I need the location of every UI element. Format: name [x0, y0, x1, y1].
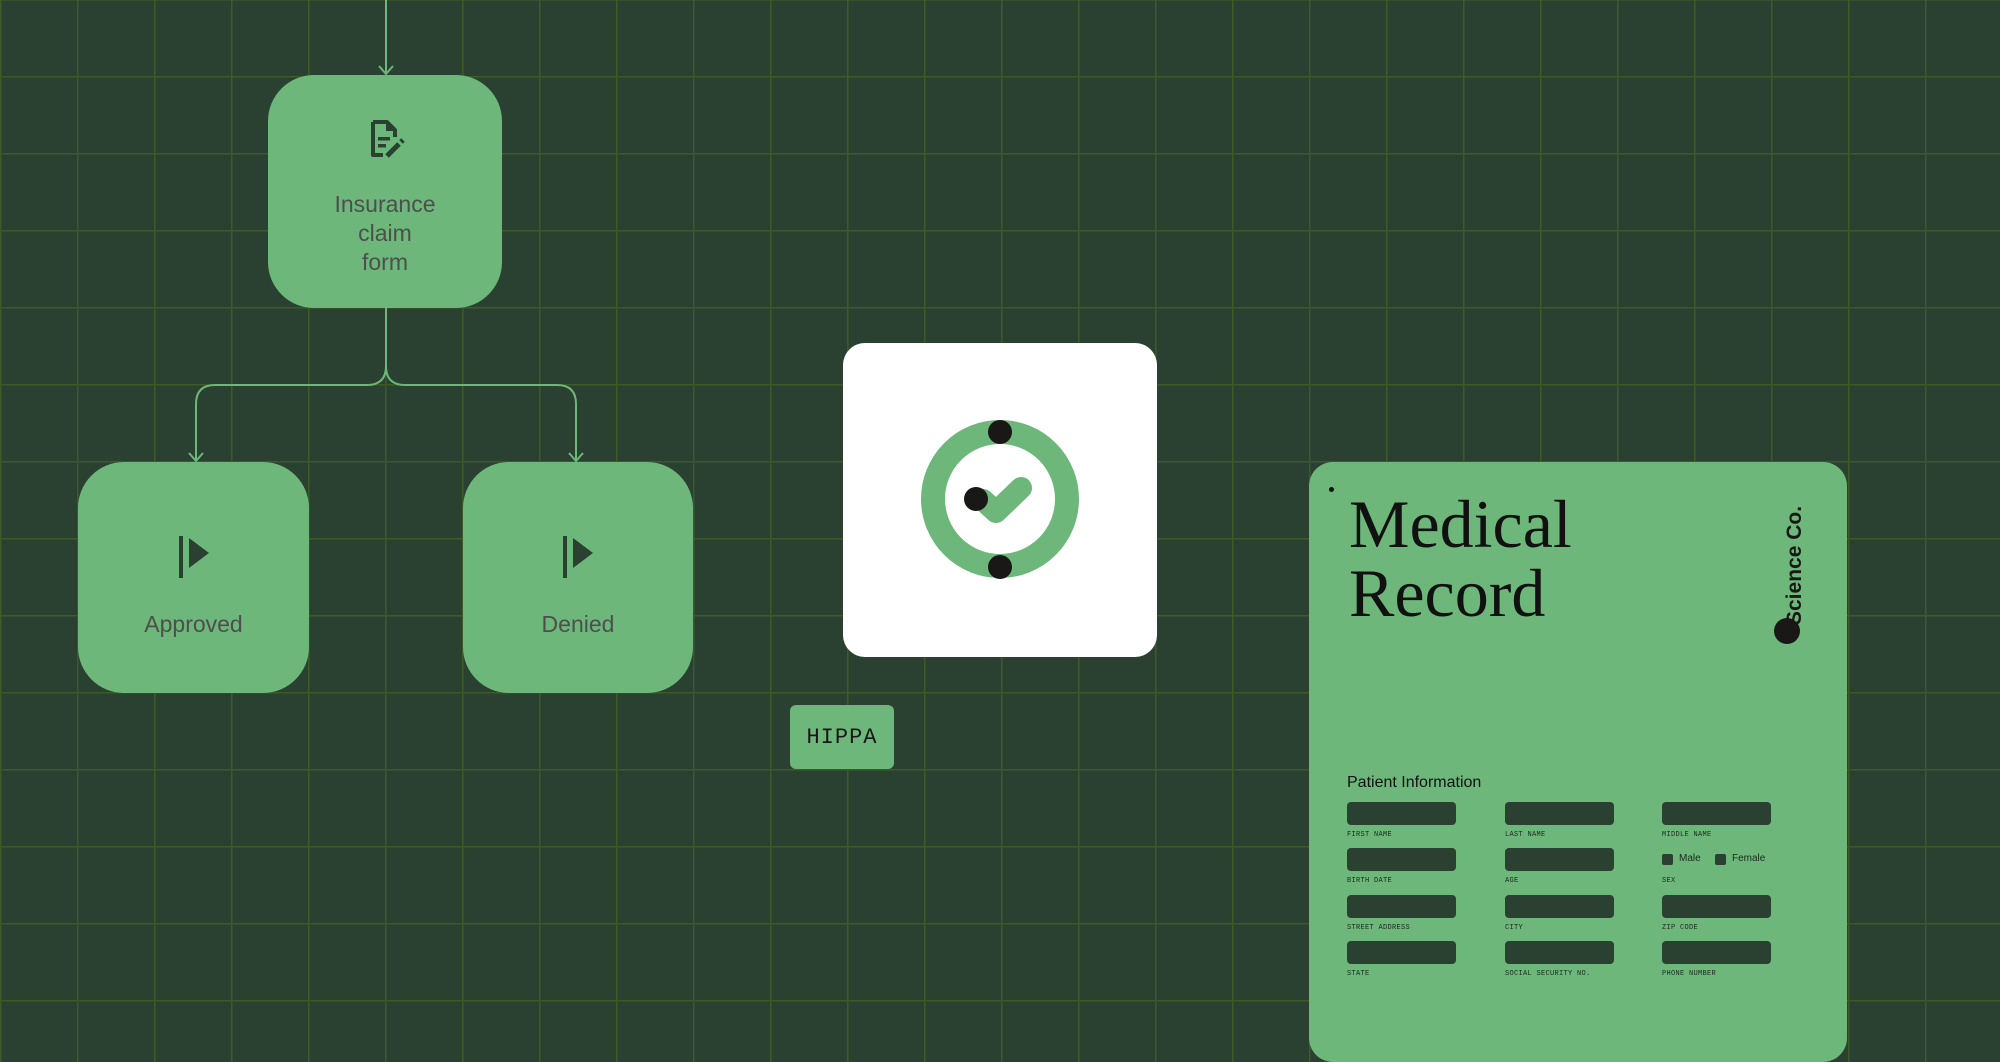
- form-field-input[interactable]: [1347, 895, 1456, 918]
- checkbox-label: Female: [1732, 853, 1766, 864]
- form-field-input[interactable]: [1347, 848, 1456, 871]
- arrowhead: [188, 452, 204, 463]
- node-label: Denied: [541, 611, 615, 637]
- flag-play-icon: [563, 536, 593, 578]
- flag-play-icon: [179, 536, 209, 578]
- node-approved[interactable]: Approved: [78, 462, 309, 693]
- section-heading: Patient Information: [1347, 774, 1482, 791]
- form-field-input[interactable]: [1662, 802, 1771, 825]
- arrowhead: [568, 452, 584, 463]
- form-field-input[interactable]: [1662, 941, 1771, 964]
- form-field-input[interactable]: [1505, 848, 1614, 871]
- form-field-label: SEX: [1662, 877, 1676, 885]
- check-circle-icon: [921, 420, 1079, 579]
- connector-to-approved: [195, 308, 387, 461]
- title-line: Medical: [1349, 486, 1572, 562]
- form-field-input[interactable]: [1347, 802, 1456, 825]
- record-title: Medical Record: [1349, 490, 1572, 628]
- arrowhead: [378, 65, 394, 76]
- flow-connectors: [188, 0, 584, 463]
- form-field-label: LAST NAME: [1505, 831, 1546, 839]
- checkbox-label: Male: [1679, 853, 1701, 864]
- form-field-label: PHONE NUMBER: [1662, 970, 1717, 978]
- form-field-label: FIRST NAME: [1347, 831, 1393, 839]
- node-label-line: claim: [358, 220, 412, 246]
- file-edit-icon: [371, 120, 405, 158]
- form-field-input[interactable]: [1662, 895, 1771, 918]
- node-label-line: form: [362, 249, 408, 275]
- form-field-label: STATE: [1347, 970, 1370, 978]
- form-field-label: MIDDLE NAME: [1662, 831, 1712, 839]
- node-label-line: Insurance: [334, 191, 436, 217]
- title-line: Record: [1349, 555, 1546, 631]
- form-field-label: AGE: [1505, 877, 1519, 885]
- sex-checkbox[interactable]: [1715, 854, 1726, 865]
- form-field-label: SOCIAL SECURITY NO.: [1505, 970, 1591, 978]
- form-field-label: ZIP CODE: [1662, 924, 1699, 932]
- node-insurance-claim-form[interactable]: Insurance claim form: [268, 75, 502, 308]
- approval-badge-card: [843, 343, 1157, 657]
- form-field-input[interactable]: [1505, 941, 1614, 964]
- form-field-input[interactable]: [1505, 895, 1614, 918]
- medical-record-document: Medical Record Science Co. Patient Infor…: [1309, 462, 1847, 1062]
- form-field-label: BIRTH DATE: [1347, 877, 1393, 885]
- brand-name: Science Co.: [1783, 505, 1806, 625]
- node-denied[interactable]: Denied: [463, 462, 693, 693]
- connector-to-denied: [385, 365, 577, 461]
- brand-dot-icon: [1774, 618, 1800, 644]
- form-field-input[interactable]: [1505, 802, 1614, 825]
- dot-marker: [1329, 487, 1334, 492]
- form-field-label: STREET ADDRESS: [1347, 924, 1411, 932]
- sex-checkbox[interactable]: [1662, 854, 1673, 865]
- node-label: Approved: [144, 611, 243, 637]
- form-field-label: CITY: [1505, 924, 1524, 932]
- form-field-input[interactable]: [1347, 941, 1456, 964]
- hippa-tag: HIPPA: [790, 705, 894, 769]
